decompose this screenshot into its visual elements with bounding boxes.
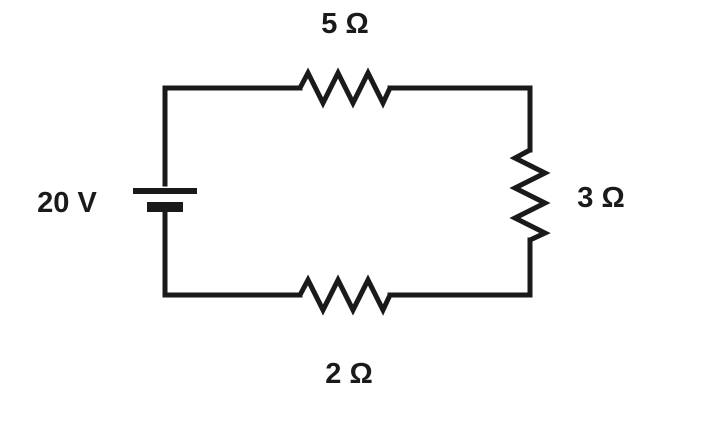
resistor-bottom-label: 2 Ω bbox=[325, 358, 372, 390]
resistor-right-zigzag bbox=[509, 147, 551, 243]
wire-right-bottom bbox=[387, 237, 533, 298]
battery-label: 20 V bbox=[37, 187, 97, 219]
resistor-right-label: 3 Ω bbox=[577, 182, 624, 214]
wire-bottom-left bbox=[162, 210, 303, 298]
resistors bbox=[297, 67, 551, 316]
resistor-top-zigzag bbox=[297, 67, 393, 109]
resistor-bottom-zigzag bbox=[297, 274, 393, 316]
battery-symbol bbox=[133, 188, 197, 212]
circuit-labels: 5 Ω 3 Ω 2 Ω 20 V bbox=[37, 8, 625, 390]
wire-top-right bbox=[387, 85, 533, 153]
resistor-top-label: 5 Ω bbox=[321, 8, 368, 40]
circuit-wires bbox=[162, 85, 533, 298]
wire-left-top bbox=[162, 85, 303, 187]
